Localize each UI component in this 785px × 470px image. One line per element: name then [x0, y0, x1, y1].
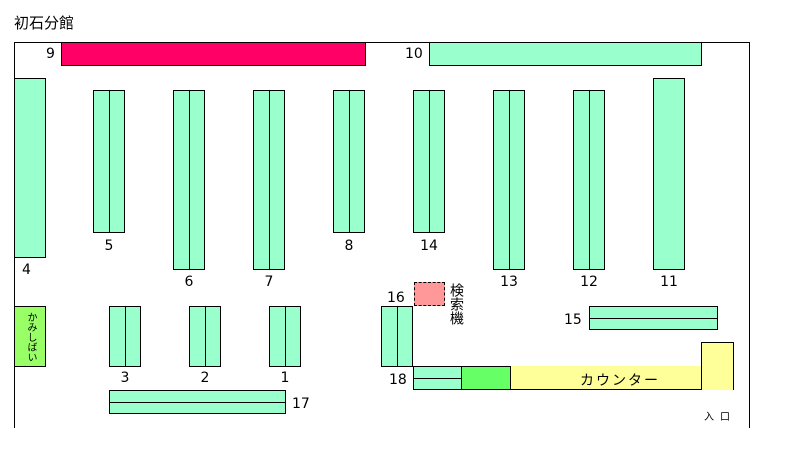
- shelf-2[interactable]: [189, 306, 221, 367]
- kamishibai-label: かみしばい: [25, 312, 36, 362]
- shelf-9[interactable]: [61, 42, 366, 66]
- counter[interactable]: [510, 366, 734, 390]
- shelf-6[interactable]: [173, 90, 205, 270]
- shelf-1[interactable]: [269, 306, 301, 367]
- shelf-9-label: 9: [46, 46, 55, 62]
- shelf-7[interactable]: [253, 90, 285, 270]
- page-title: 初石分館: [14, 14, 75, 32]
- kamishibai-shelf[interactable]: [14, 306, 46, 367]
- counter-corner[interactable]: [701, 342, 734, 390]
- shelf-8-label: 8: [344, 238, 354, 254]
- shelf-8[interactable]: [333, 90, 365, 233]
- counter-label: カウンター: [580, 373, 660, 389]
- search-kiosk[interactable]: [414, 282, 445, 306]
- shelf-4-label: 4: [22, 262, 31, 278]
- shelf-11[interactable]: [653, 78, 685, 270]
- shelf-7-label: 7: [264, 274, 274, 290]
- shelf-16-label: 16: [387, 290, 405, 306]
- shelf-13[interactable]: [493, 90, 525, 270]
- shelf-18-label: 18: [389, 372, 407, 388]
- shelf-10[interactable]: [429, 42, 702, 66]
- shelf-12-label: 12: [580, 274, 598, 290]
- wall-right: [749, 42, 750, 428]
- shelf-17-label: 17: [292, 396, 310, 412]
- shelf-16[interactable]: [381, 306, 413, 367]
- search-kiosk-label: 検索機: [448, 283, 464, 325]
- shelf-14[interactable]: [413, 90, 445, 233]
- counter-desk[interactable]: [461, 366, 511, 390]
- shelf-15-label: 15: [564, 312, 582, 328]
- shelf-5-label: 5: [104, 238, 114, 254]
- shelf-10-label: 10: [405, 46, 423, 62]
- shelf-13-label: 13: [500, 274, 518, 290]
- shelf-3-label: 3: [120, 370, 130, 386]
- shelf-5[interactable]: [93, 90, 125, 233]
- shelf-6-label: 6: [184, 274, 194, 290]
- shelf-1-label: 1: [280, 370, 290, 386]
- entrance-label: 入口: [704, 412, 736, 423]
- shelf-12[interactable]: [573, 90, 605, 270]
- shelf-15[interactable]: [589, 306, 718, 330]
- wall-top: [14, 42, 750, 43]
- shelf-11-label: 11: [660, 274, 678, 290]
- shelf-17[interactable]: [109, 390, 286, 414]
- shelf-3[interactable]: [109, 306, 141, 367]
- shelf-18[interactable]: [413, 366, 462, 390]
- shelf-14-label: 14: [420, 238, 438, 254]
- shelf-4[interactable]: [14, 78, 46, 258]
- shelf-2-label: 2: [200, 370, 210, 386]
